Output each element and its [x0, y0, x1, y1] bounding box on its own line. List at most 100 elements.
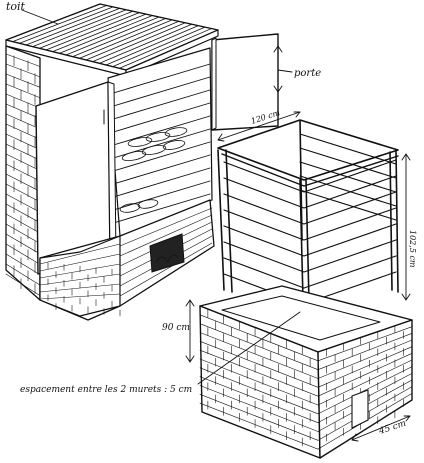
- brick-course: [5, 273, 41, 296]
- label-toit: toit: [6, 0, 26, 13]
- brick-course: [119, 242, 213, 297]
- smokehouse: [5, 3, 279, 321]
- brick-course: [317, 333, 413, 370]
- roof-corrugation: [98, 23, 193, 64]
- label-height-rack: 102,5 cm: [408, 230, 417, 268]
- brick-course: [317, 366, 413, 415]
- inner-rack-slat: [109, 102, 211, 134]
- rack-slat: [299, 161, 397, 193]
- brick-course: [199, 314, 319, 362]
- brick-course: [5, 53, 41, 67]
- inner-rack-slat: [109, 115, 211, 147]
- roof-corrugation: [105, 25, 199, 66]
- rack-slat: [223, 209, 305, 241]
- brick-course: [5, 203, 41, 223]
- rack-slat: [299, 175, 397, 207]
- brick-course: [199, 349, 319, 397]
- brick-course: [5, 123, 41, 140]
- roof-corrugation: [12, 5, 107, 43]
- roof-corrugation: [32, 9, 127, 48]
- brick-course: [199, 332, 319, 379]
- inner-rack-slat: [109, 63, 211, 95]
- roof-corrugation: [52, 13, 147, 53]
- rack-slat: [299, 189, 397, 221]
- rack-slat: [299, 133, 397, 165]
- roof-corrugation: [72, 18, 166, 58]
- rack-slat: [223, 257, 305, 289]
- brick-course: [199, 341, 319, 388]
- brick-course: [5, 233, 41, 255]
- brick-course: [317, 339, 413, 379]
- brick-course: [5, 253, 41, 276]
- smokehouse-brick-base: [39, 199, 215, 321]
- brick-course: [39, 243, 121, 265]
- label-height-base: 90 cm: [162, 323, 190, 333]
- rack-slat: [303, 159, 397, 193]
- brick-course: [39, 253, 121, 272]
- inner-rack-slat: [109, 76, 211, 108]
- right-door: [211, 33, 279, 131]
- rack-slat: [223, 161, 305, 193]
- brick-course: [5, 143, 41, 161]
- left-brick-wall: [5, 45, 41, 301]
- label-porte: porte: [294, 68, 321, 79]
- label-depth: 45 cm: [377, 419, 408, 437]
- rack-slat: [303, 239, 397, 273]
- rack-slat: [303, 191, 397, 225]
- rack-slat: [223, 241, 305, 273]
- roof-corrugation: [118, 28, 212, 69]
- inner-rack-slat: [109, 193, 211, 225]
- brick-course: [5, 63, 41, 78]
- brick-course: [317, 346, 413, 388]
- brick-course: [5, 83, 41, 99]
- brick-course: [199, 358, 319, 406]
- roof-corrugation: [25, 7, 121, 46]
- brick-course: [199, 323, 319, 370]
- brick-course: [5, 113, 41, 130]
- roof-corrugation: [78, 19, 173, 59]
- brick-course: [5, 153, 41, 171]
- brick-course: [317, 359, 413, 406]
- rack-slat: [303, 207, 397, 241]
- rack-slats: [223, 133, 397, 305]
- brick-course: [199, 394, 319, 441]
- brick-course: [5, 163, 41, 182]
- brick-course: [5, 173, 41, 192]
- inner-rack-slat: [109, 167, 211, 199]
- brick-course: [317, 353, 413, 397]
- brick-course: [5, 183, 41, 203]
- roof-corrugation: [18, 6, 114, 44]
- roof-corrugation: [92, 22, 186, 63]
- brick-course: [39, 273, 121, 286]
- rack-slat: [303, 255, 397, 289]
- rack-slat: [299, 147, 397, 179]
- roof-corrugation: [85, 20, 180, 61]
- inner-rack-slat: [109, 141, 211, 173]
- smokehouse-interior: [107, 47, 213, 237]
- drying-rack-unit: [199, 119, 413, 459]
- roof-corrugation: [58, 15, 153, 54]
- brick-course: [5, 93, 41, 109]
- brick-course: [5, 243, 41, 265]
- brick-course: [5, 73, 41, 88]
- rack-slat: [303, 223, 397, 257]
- brick-course: [5, 103, 41, 119]
- inner-rack-slat: [109, 180, 211, 212]
- brick-course: [5, 133, 41, 151]
- brick-course: [199, 376, 319, 423]
- firebox-opening: [149, 233, 185, 273]
- brick-course: [199, 402, 319, 450]
- inner-rack-slat: [109, 89, 211, 121]
- roof-corrugation: [112, 26, 206, 68]
- brick-course: [199, 385, 319, 432]
- dimension-lines: [21, 9, 411, 442]
- fish-on-rack: [119, 127, 188, 213]
- roof-corrugation: [65, 16, 160, 56]
- brick-course: [5, 193, 41, 213]
- brick-plinth: [199, 285, 413, 459]
- rack-slat: [223, 225, 305, 257]
- label-spacing: espacement entre les 2 murets : 5 cm: [20, 385, 192, 395]
- brick-course: [317, 326, 413, 362]
- brick-course: [39, 293, 121, 300]
